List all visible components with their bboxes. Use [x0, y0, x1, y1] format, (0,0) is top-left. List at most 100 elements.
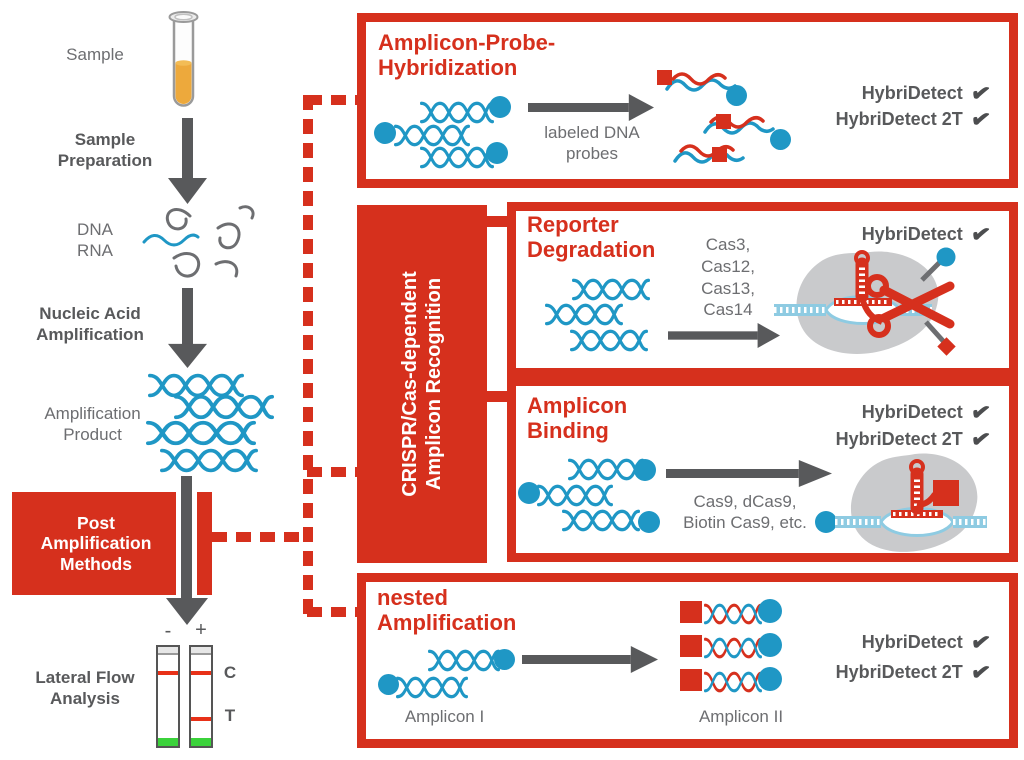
- right-arrow-icon: [668, 323, 780, 348]
- label-dot-icon: [770, 129, 791, 150]
- label-square-icon: [712, 147, 727, 162]
- dashed-connector-vertical: [303, 95, 313, 617]
- product-name: HybriDetect 2T: [835, 109, 963, 129]
- sample-preparation-label: Sample Preparation: [57, 130, 153, 170]
- strip-positive-label: +: [195, 619, 207, 641]
- scissors-icon: [865, 274, 955, 338]
- dna-helix-icon: [572, 278, 650, 301]
- checkmark-icon: ✔: [968, 397, 993, 427]
- amplification-product-label: Amplification Product: [44, 404, 141, 444]
- amplicon-2-label: Amplicon II: [698, 707, 784, 726]
- product-row: HybriDetect 2T ✔: [835, 424, 993, 454]
- right-arrow-icon: [522, 646, 658, 673]
- dna-helix-icon: [146, 419, 256, 447]
- amplicon-1-label: Amplicon I: [404, 707, 485, 726]
- checkmark-icon: ✔: [968, 219, 993, 249]
- labeled-probes-label: labeled DNA probes: [544, 123, 640, 163]
- cas9-complex-icon: [815, 453, 987, 552]
- lateral-flow-strip-positive: [189, 645, 213, 748]
- nucleic-acid-amplification-label: Nucleic Acid Amplification: [36, 304, 144, 344]
- label-square-icon: [680, 669, 702, 691]
- dna-helix-icon: [160, 448, 258, 473]
- test-tube-icon: [168, 11, 199, 107]
- checkmark-icon: ✔: [968, 104, 993, 134]
- dashed-connector-top: [307, 95, 359, 105]
- dna-helix-icon: [174, 394, 274, 420]
- product-row: HybriDetect 2T ✔: [835, 104, 993, 134]
- strip-negative-label: -: [164, 620, 172, 642]
- product-name: HybriDetect 2T: [835, 662, 963, 682]
- dna-helix-icon: [396, 676, 468, 699]
- product-row: HybriDetect ✔: [862, 397, 993, 427]
- strip-wick: [191, 738, 211, 746]
- test-line-label: T: [224, 706, 236, 725]
- cas-complex-scissors-icon: [774, 247, 956, 356]
- right-arrow-icon: [666, 460, 832, 487]
- dashed-connector-bottom: [307, 607, 359, 617]
- label-square-icon: [680, 635, 702, 657]
- dna-helix-icon: [562, 509, 640, 532]
- label-dot-icon: [489, 96, 511, 118]
- cas9-enzymes-label: Cas9, dCas9, Biotin Cas9, etc.: [683, 492, 807, 533]
- product-row: HybriDetect ✔: [861, 219, 993, 249]
- amplicon-binding-title: Amplicon Binding: [527, 393, 628, 443]
- dna-helix-icon: [420, 146, 494, 169]
- crispr-panel: CRISPR/Cas-dependent Amplicon Recognitio…: [357, 205, 487, 563]
- hybridization-title: Amplicon-Probe- Hybridization: [378, 30, 556, 80]
- right-arrow-icon: [528, 94, 654, 121]
- down-arrowhead-icon: [166, 598, 208, 625]
- dna-helix-icon: [420, 101, 494, 124]
- label-dot-icon: [634, 459, 656, 481]
- control-line: [191, 671, 211, 675]
- label-dot-icon: [726, 85, 747, 106]
- nested-amplification-title: nested Amplification: [377, 585, 517, 635]
- label-square-icon: [657, 70, 672, 85]
- reporter-degradation-products: HybriDetect ✔: [740, 219, 993, 249]
- reporter-degradation-title: Reporter Degradation: [527, 212, 656, 262]
- product-row: HybriDetect ✔: [861, 78, 993, 108]
- label-dot-icon: [758, 599, 782, 623]
- dna-helix-icon: [568, 458, 644, 481]
- label-dot-icon: [378, 674, 399, 695]
- checkmark-icon: ✔: [968, 78, 993, 108]
- solid-connector-reporter: [487, 216, 509, 227]
- dna-helix-icon: [545, 303, 623, 326]
- checkmark-icon: ✔: [968, 627, 993, 657]
- solid-connector-binding: [487, 391, 509, 402]
- down-arrow-shaft: [181, 476, 192, 602]
- down-arrow-icon: [168, 288, 207, 368]
- label-dot-icon: [638, 511, 660, 533]
- test-line: [191, 717, 211, 721]
- label-square-icon: [680, 601, 702, 623]
- label-dot-icon: [518, 482, 540, 504]
- strip-sample-pad: [158, 647, 178, 655]
- lateral-flow-analysis-label: Lateral Flow Analysis: [35, 668, 135, 708]
- product-name: HybriDetect: [861, 83, 963, 103]
- checkmark-icon: ✔: [968, 424, 993, 454]
- checkmark-icon: ✔: [968, 657, 993, 687]
- crispr-panel-label: CRISPR/Cas-dependent Amplicon Recognitio…: [398, 271, 445, 497]
- control-line: [158, 671, 178, 675]
- dna-helix-icon: [537, 484, 613, 507]
- product-row: HybriDetect ✔: [862, 627, 993, 657]
- dna-rna-label: DNA RNA: [77, 220, 113, 260]
- dna-helix-two-tone-icon: [704, 603, 762, 625]
- strip-sample-pad: [191, 647, 211, 655]
- dashed-connector-middle: [307, 467, 359, 477]
- label-dot-icon: [494, 649, 515, 670]
- product-row: HybriDetect 2T ✔: [835, 657, 993, 687]
- control-line-label: C: [223, 663, 237, 682]
- label-dot-icon: [374, 122, 396, 144]
- dna-helix-icon: [570, 329, 648, 352]
- nested-amplification-products: HybriDetect ✔ HybriDetect 2T ✔: [715, 627, 993, 687]
- label-dot-icon: [486, 142, 508, 164]
- dna-rna-strands-icon: [142, 205, 255, 278]
- lateral-flow-strip-negative: [156, 645, 180, 748]
- label-dot-icon: [758, 667, 782, 691]
- sample-label: Sample: [66, 45, 124, 64]
- product-name: HybriDetect 2T: [835, 429, 963, 449]
- label-square-icon: [716, 114, 731, 129]
- hybridization-products: HybriDetect ✔ HybriDetect 2T ✔: [690, 78, 993, 134]
- product-name: HybriDetect: [861, 224, 963, 244]
